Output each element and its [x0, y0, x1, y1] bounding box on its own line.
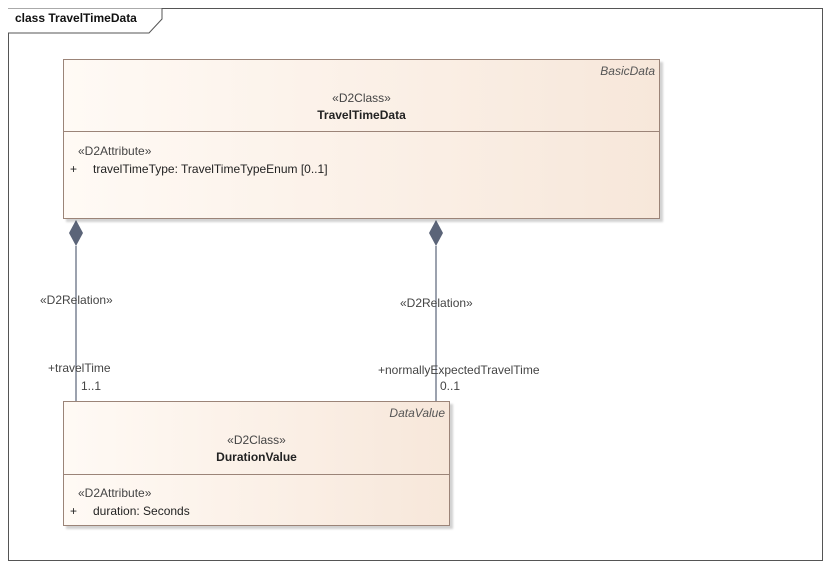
class-travel-time-data[interactable]: BasicData «D2Class» TravelTimeData «D2At…: [63, 59, 660, 219]
attribute-row[interactable]: + travelTimeType: TravelTimeTypeEnum [0..…: [70, 162, 328, 176]
relation-stereotype-label: «D2Relation»: [400, 296, 473, 310]
composition-diamond-icon: [429, 220, 443, 246]
frame-title: class TravelTimeData: [15, 11, 137, 25]
attribute-visibility: +: [70, 504, 78, 518]
multiplicity-label: 1..1: [81, 379, 102, 393]
class-stereotype: «D2Class»: [227, 433, 286, 447]
diagram-frame: [8, 8, 823, 561]
frame-title-tab: [8, 8, 163, 34]
attribute-visibility: +: [70, 162, 78, 176]
role-label: +travelTime: [48, 361, 111, 375]
attribute-stereotype: «D2Attribute»: [78, 144, 152, 158]
relation-stereotype-label: «D2Relation»: [40, 293, 113, 307]
attribute-row[interactable]: + duration: Seconds: [70, 504, 190, 518]
class-header: «D2Class» TravelTimeData: [64, 90, 659, 124]
class-stereotype: «D2Class»: [332, 91, 391, 105]
class-name: TravelTimeData: [317, 108, 406, 122]
package-label: DataValue: [389, 406, 445, 420]
composition-diamond-icon: [69, 220, 83, 246]
multiplicity-label: 0..1: [440, 379, 461, 393]
attribute-text: duration: Seconds: [93, 504, 190, 518]
role-label: +normallyExpectedTravelTime: [378, 363, 540, 377]
class-header: «D2Class» DurationValue: [64, 432, 449, 466]
attribute-stereotype: «D2Attribute»: [78, 486, 152, 500]
compartment-divider: [64, 131, 659, 132]
class-duration-value[interactable]: DataValue «D2Class» DurationValue «D2Att…: [63, 401, 450, 526]
compartment-divider: [64, 474, 449, 475]
class-name: DurationValue: [216, 450, 297, 464]
package-label: BasicData: [600, 64, 655, 78]
attribute-text: travelTimeType: TravelTimeTypeEnum [0..1…: [93, 162, 328, 176]
